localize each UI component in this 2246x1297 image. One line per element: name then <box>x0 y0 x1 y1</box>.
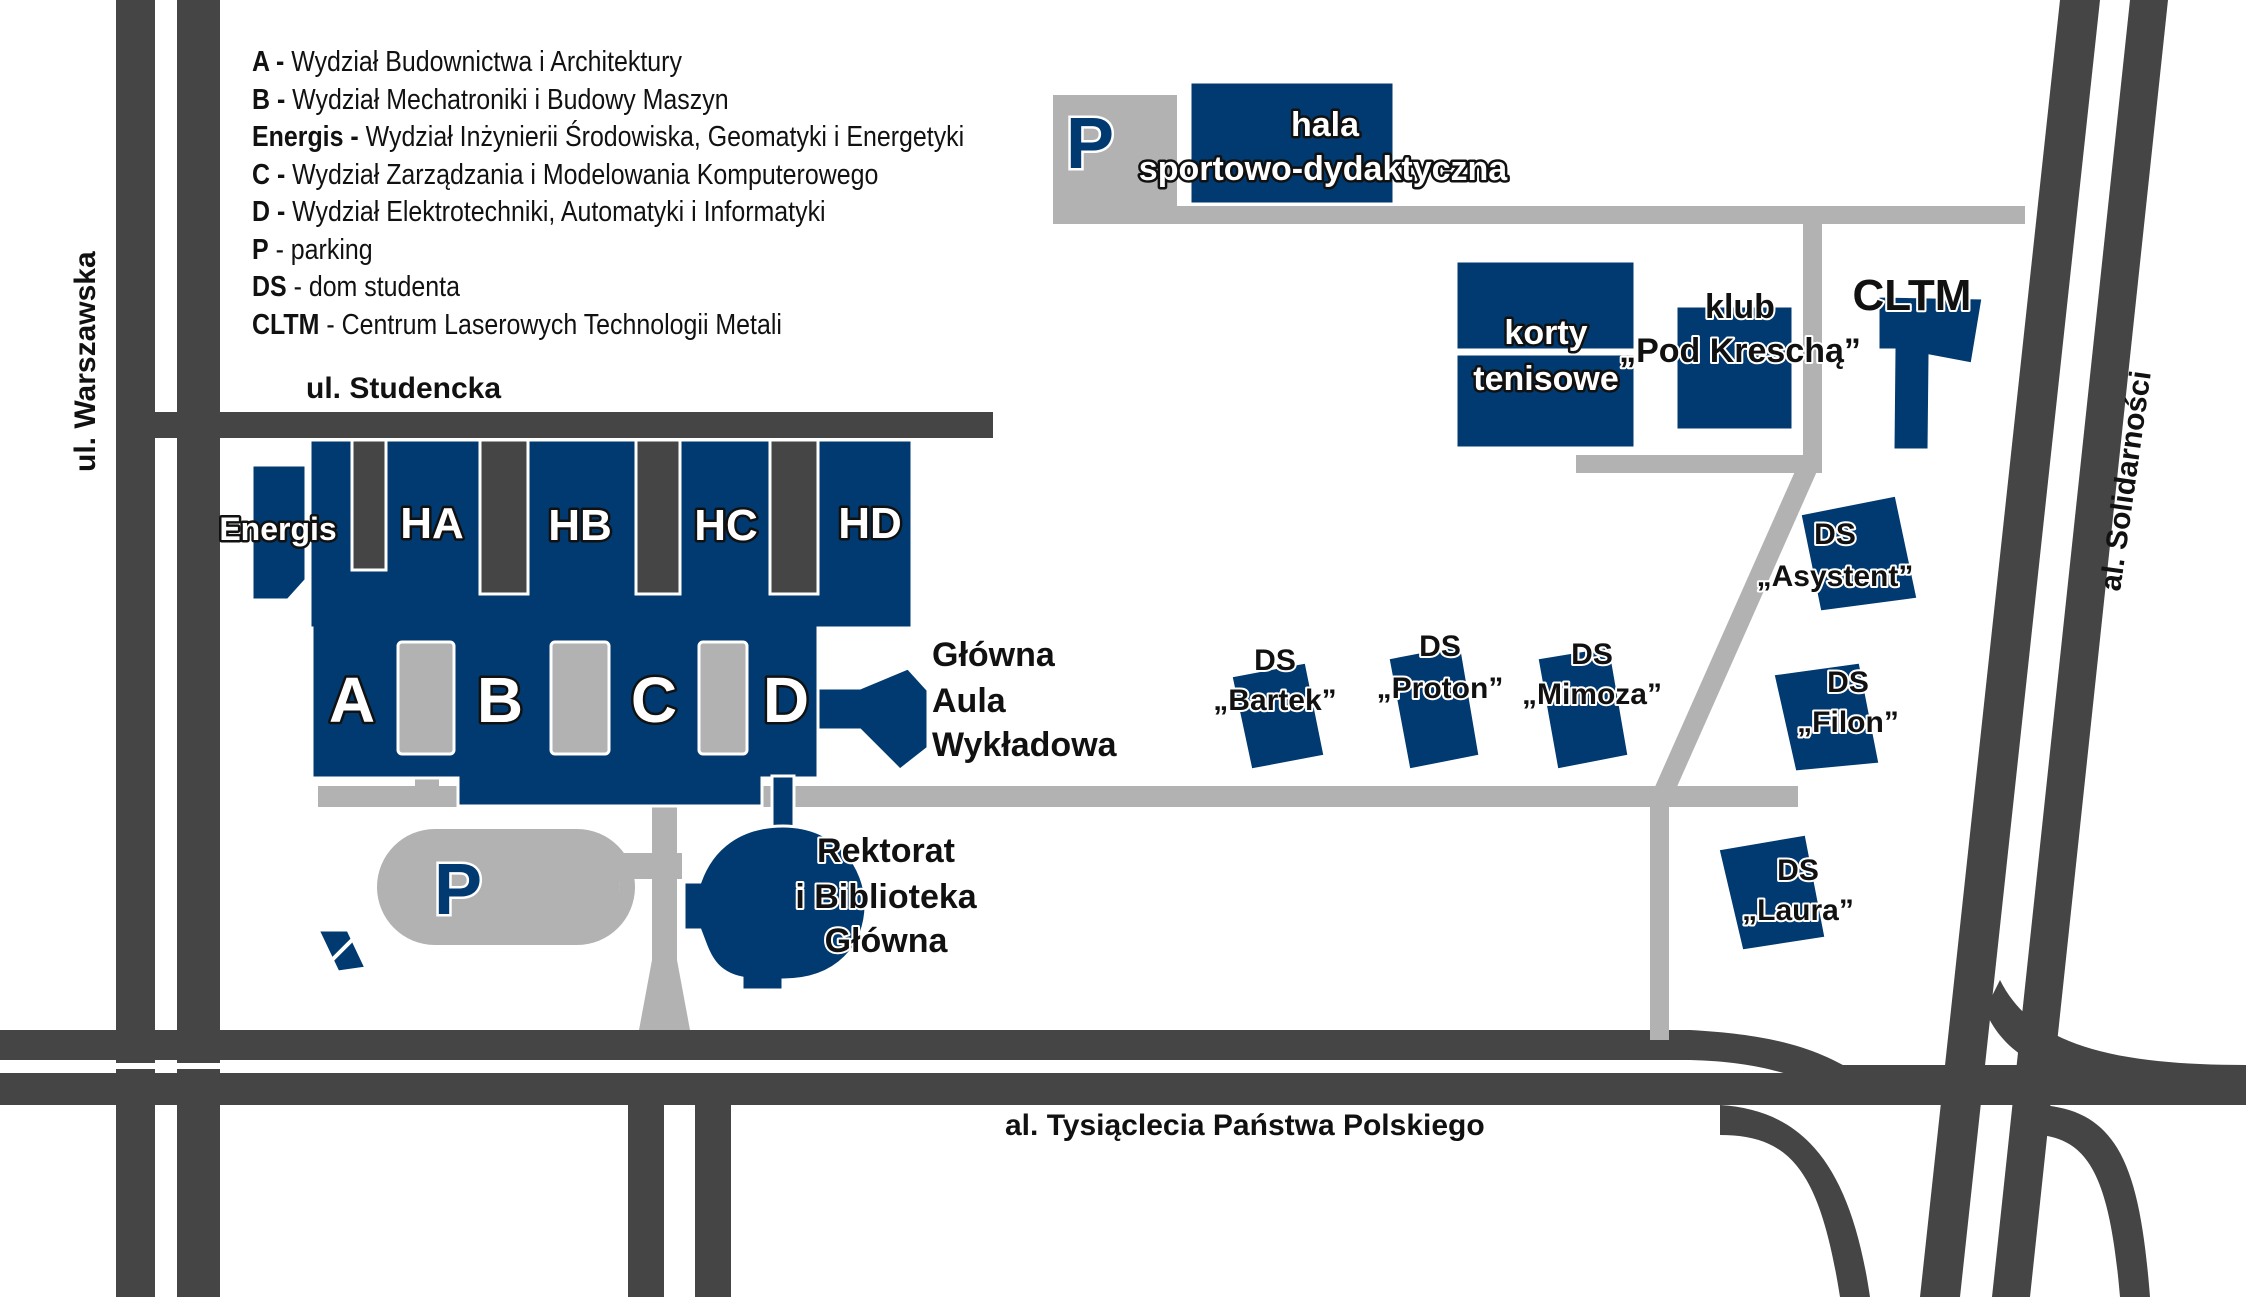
faculty-c-label: C <box>631 664 677 736</box>
ds-asystent-name: „Asystent” <box>1757 560 1914 593</box>
legend-row: C - Wydział Zarządzania i Modelowania Ko… <box>252 158 879 191</box>
ds-filon-name: „Filon” <box>1797 706 1899 739</box>
ds-mimoza-name: „Mimoza” <box>1522 678 1662 711</box>
legend-row: D - Wydział Elektrotechniki, Automatyki … <box>252 196 826 228</box>
parking-lot-south-inner-2 <box>395 845 620 929</box>
road-south-spur-right <box>695 1090 731 1297</box>
legend-row: Energis - Wydział Inżynierii Środowiska,… <box>252 121 965 153</box>
path-north-eastwest <box>1053 206 2025 224</box>
road-median-tysiaclecia <box>50 1063 1700 1069</box>
ds-bartek-name: „Bartek” <box>1213 684 1336 717</box>
road-ramp-ne <box>1985 980 2246 1095</box>
ds-laura-prefix: DS <box>1777 854 1819 887</box>
ds-filon-prefix: DS <box>1827 666 1869 699</box>
hb-label: HB <box>548 501 612 550</box>
building-ds-proton <box>1386 642 1482 772</box>
rektorat-label-line3: Główna <box>825 922 949 960</box>
legend-row: P - parking <box>252 233 373 266</box>
building-ds-laura <box>1716 832 1828 953</box>
aula-label-line1: Główna <box>932 636 1056 674</box>
road-south-spur-left <box>628 1090 664 1297</box>
ds-laura-name: „Laura” <box>1742 894 1854 927</box>
courtyard-cd <box>697 640 749 756</box>
korty-label-line2: tenisowe <box>1473 360 1618 398</box>
aula-label-line2: Aula <box>932 682 1007 720</box>
ds-bartek-prefix: DS <box>1254 644 1296 677</box>
street-label-studencka: ul. Studencka <box>306 372 501 405</box>
parking-label-north: P <box>1066 104 1114 184</box>
faculty-d-label: D <box>763 664 809 736</box>
legend-row: A - Wydział Budownictwa i Architektury <box>252 46 682 78</box>
building-hala <box>1188 80 1396 206</box>
tower-shafts <box>350 438 820 596</box>
shaft-hb <box>478 438 530 596</box>
ds-proton-name: „Proton” <box>1377 672 1504 705</box>
hd-label: HD <box>838 499 902 548</box>
energis-label: Energis <box>219 511 336 547</box>
building-klub <box>1674 304 1795 432</box>
hala-label-line1: hala <box>1291 106 1360 144</box>
building-ds-bartek <box>1229 660 1327 772</box>
faculty-a-label: A <box>329 664 375 736</box>
road-solidarnosci-west <box>1920 0 2100 1297</box>
building-rektorat <box>682 824 868 992</box>
building-aula <box>816 666 930 773</box>
road-ramp-nw <box>1690 1030 1860 1105</box>
courtyards <box>396 640 749 756</box>
parking-label-south: P <box>434 850 482 930</box>
path-vertical-ne <box>1803 218 1822 470</box>
klub-label-line1: klub <box>1705 288 1775 326</box>
street-label-warszawska: ul. Warszawska <box>69 251 102 472</box>
cltm-label: CLTM <box>1853 271 1972 320</box>
faculty-b-label: B <box>477 664 523 736</box>
building-ds-asystent <box>1798 493 1920 614</box>
legend-row: CLTM - Centrum Laserowych Technologii Me… <box>252 308 782 341</box>
rektorat-label-line1: Rektorat <box>817 832 955 870</box>
building-ds-mimoza <box>1535 644 1631 772</box>
legend-row: B - Wydział Mechatroniki i Budowy Maszyn <box>252 83 729 116</box>
path-west-stub <box>318 786 358 807</box>
aula-label-line3: Wykładowa <box>932 726 1118 764</box>
korty-label-line1: korty <box>1504 314 1587 352</box>
ds-asystent-prefix: DS <box>1814 518 1856 551</box>
kiosk-stripe <box>328 934 358 964</box>
building-ds-filon <box>1771 660 1882 774</box>
path-parking-lot-north <box>1053 95 1177 224</box>
courtyard-bc <box>549 640 611 756</box>
legend: A - Wydział Budownictwa i Architektury B… <box>252 44 964 344</box>
building-korty <box>1454 259 1637 352</box>
labels: ul. Warszawska ul. Studencka al. Tysiącl… <box>69 102 2158 1143</box>
klub-label-line2: „Pod Kreschą” <box>1619 332 1861 370</box>
road-studencka <box>116 412 993 438</box>
hc-label: HC <box>694 501 758 550</box>
street-label-tysiaclecia: al. Tysiąclecia Państwa Polskiego <box>1005 1109 1485 1142</box>
path-to-tysiaclecia-flare <box>639 960 690 1030</box>
road-tysiaclecia-north <box>0 1030 1690 1060</box>
building-cltm <box>1876 294 1985 452</box>
rektorat-label-line2: i Biblioteka <box>795 878 977 916</box>
path-korty-row <box>1576 455 1822 473</box>
courtyard-ab <box>396 640 456 756</box>
shaft-hc <box>634 438 682 596</box>
road-solidarnosci-east <box>1992 0 2168 1297</box>
ds-mimoza-prefix: DS <box>1571 638 1613 671</box>
road-ramp-sw <box>1720 1105 1870 1297</box>
ha-label: HA <box>400 499 464 548</box>
path-diagonal-ne <box>1650 460 1822 798</box>
legend-row: DS - dom studenta <box>252 271 460 303</box>
ds-proton-prefix: DS <box>1419 630 1461 663</box>
shaft-ha <box>350 438 388 572</box>
building-energis <box>250 463 308 602</box>
building-korty-lower <box>1454 352 1637 450</box>
hala-label-line2: sportowo-dydaktyczna <box>1139 150 1508 188</box>
shaft-hd <box>768 438 820 596</box>
path-vertical-east <box>1650 796 1669 1040</box>
road-ramp-se <box>2040 1105 2150 1297</box>
road-tysiaclecia-west-taper <box>0 1030 60 1060</box>
